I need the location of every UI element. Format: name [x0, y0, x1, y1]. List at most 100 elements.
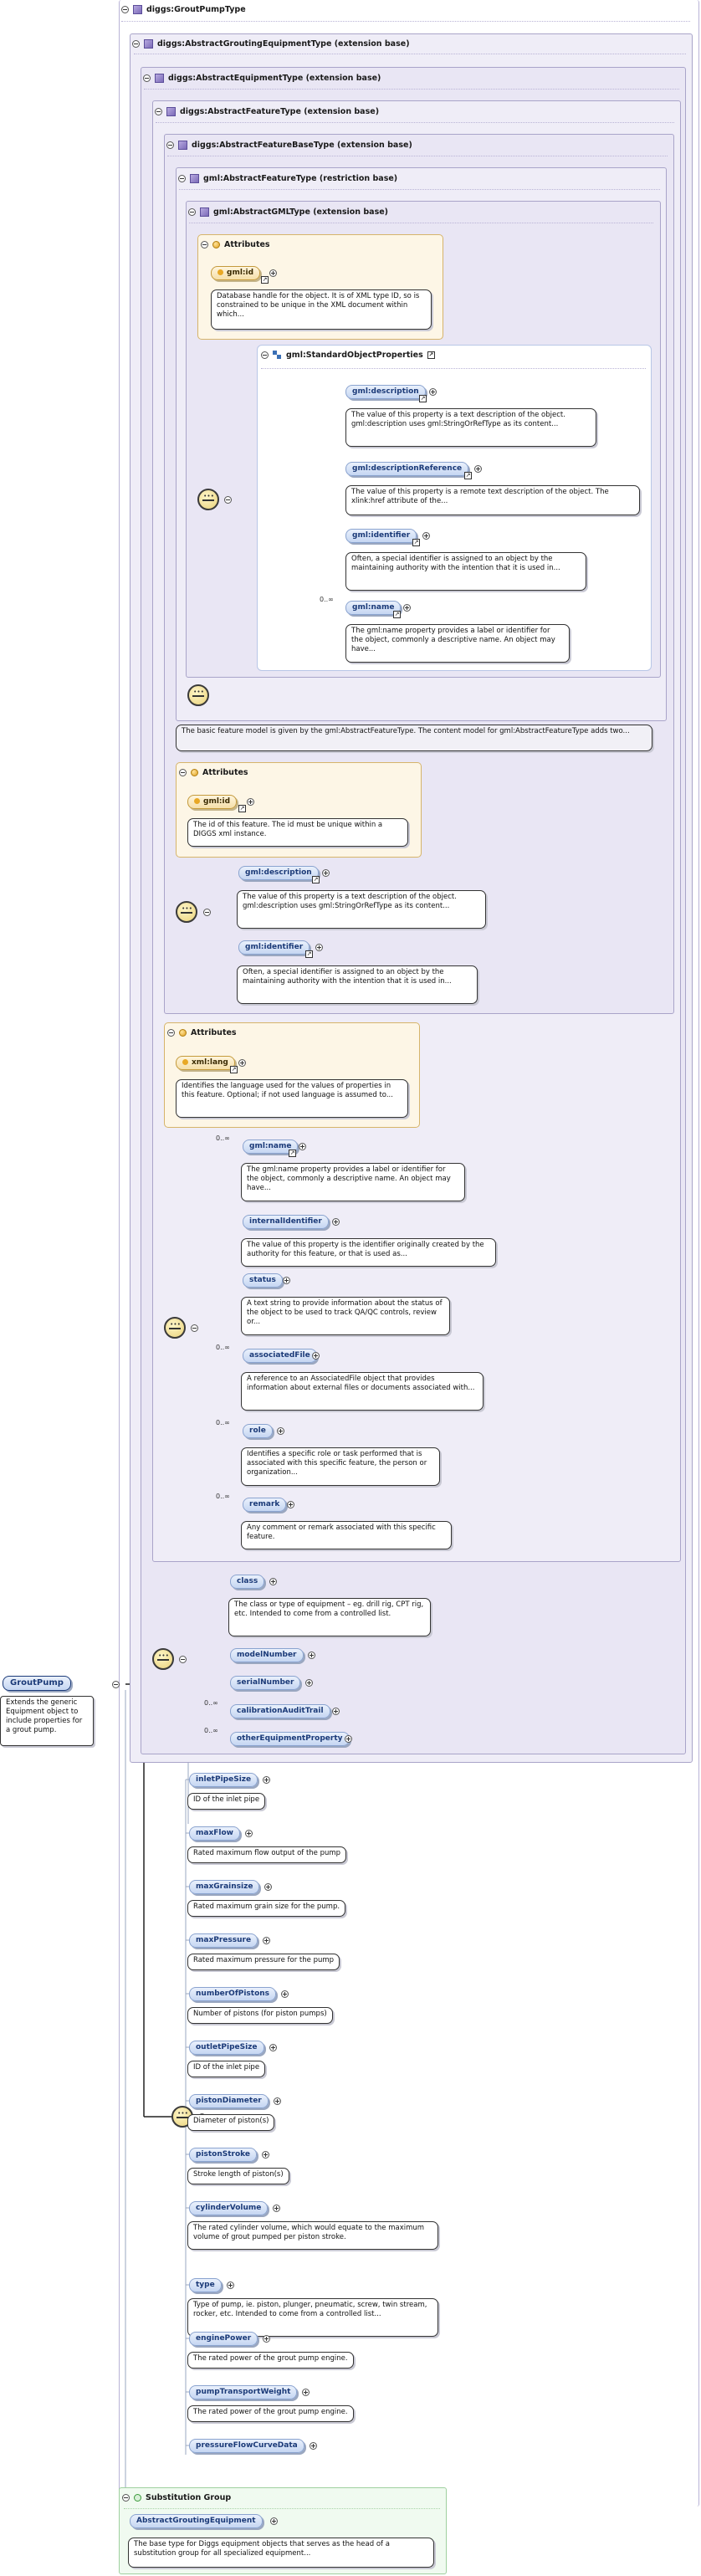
abstract-feature-header[interactable]: diggs:AbstractFeatureType (extension bas… — [155, 107, 379, 116]
element-serial-number[interactable]: serialNumber — [230, 1676, 301, 1690]
expand-icon[interactable] — [273, 2205, 280, 2212]
element-max-flow[interactable]: maxFlow — [189, 1826, 240, 1841]
element-pump-transport-weight[interactable]: pumpTransportWeight — [189, 2385, 298, 2399]
collapse-icon[interactable] — [203, 909, 211, 916]
collapse-toggle-icon[interactable] — [179, 769, 187, 776]
reference-link-icon[interactable]: ↗ — [305, 950, 313, 958]
abstract-equipment-header[interactable]: diggs:AbstractEquipmentType (extension b… — [143, 74, 381, 83]
element-gml-description-reference[interactable]: gml:descriptionReference — [345, 462, 469, 476]
expand-icon[interactable] — [322, 869, 330, 877]
expand-icon[interactable] — [263, 1937, 270, 1944]
element-remark[interactable]: remark — [243, 1498, 287, 1512]
gml-abstract-gml-header[interactable]: gml:AbstractGMLType (extension base) — [188, 207, 388, 217]
expand-icon[interactable] — [281, 1990, 289, 1998]
element-inlet-pipe-size[interactable]: inletPipeSize — [189, 1773, 258, 1787]
collapse-toggle-icon[interactable] — [188, 208, 196, 216]
expand-icon[interactable] — [277, 1427, 284, 1435]
expand-icon[interactable] — [403, 604, 411, 612]
expand-icon[interactable] — [283, 1277, 290, 1284]
expand-icon[interactable] — [247, 798, 254, 806]
reference-link-icon[interactable]: ↗ — [261, 276, 269, 284]
element-type[interactable]: type — [189, 2278, 222, 2292]
expand-icon[interactable] — [299, 1143, 306, 1150]
expand-icon[interactable] — [474, 465, 482, 473]
element-class[interactable]: class — [230, 1575, 265, 1589]
element-gml-name[interactable]: gml:name — [243, 1139, 299, 1154]
reference-link-icon[interactable]: ↗ — [393, 611, 401, 618]
expand-icon[interactable] — [269, 269, 277, 277]
element-engine-power[interactable]: enginePower — [189, 2332, 258, 2346]
expand-icon[interactable] — [263, 2335, 270, 2343]
element-pressure-flow-curve-data[interactable]: pressureFlowCurveData — [189, 2439, 304, 2453]
expand-icon[interactable] — [270, 2517, 278, 2525]
collapse-icon[interactable] — [112, 1681, 120, 1688]
expand-icon[interactable] — [308, 1652, 315, 1659]
reference-link-icon[interactable]: ↗ — [230, 1066, 238, 1073]
element-piston-stroke[interactable]: pistonStroke — [189, 2148, 258, 2162]
collapse-toggle-icon[interactable] — [167, 1029, 175, 1037]
abstract-feature-base-header[interactable]: diggs:AbstractFeatureBaseType (extension… — [166, 141, 412, 150]
reference-link-icon[interactable]: ↗ — [419, 395, 427, 402]
expand-icon[interactable] — [345, 1735, 352, 1743]
expand-icon[interactable] — [422, 532, 430, 540]
collapse-icon[interactable] — [224, 496, 232, 504]
abstract-grouting-equipment-header[interactable]: diggs:AbstractGroutingEquipmentType (ext… — [132, 39, 410, 49]
attr-xml-lang[interactable]: xml:lang — [176, 1056, 235, 1070]
collapse-icon[interactable] — [179, 1656, 187, 1663]
attr-gml-id[interactable]: gml:id — [211, 266, 261, 280]
attributes-header[interactable]: Attributes — [167, 1028, 237, 1037]
element-gml-name[interactable]: gml:name — [345, 601, 402, 615]
reference-link-icon[interactable]: ↗ — [312, 876, 320, 883]
expand-icon[interactable] — [245, 1830, 253, 1837]
element-outlet-pipe-size[interactable]: outletPipeSize — [189, 2041, 264, 2055]
expand-icon[interactable] — [305, 1679, 313, 1687]
element-gml-description[interactable]: gml:description — [238, 866, 319, 880]
element-abstract-grouting-equipment[interactable]: AbstractGroutingEquipment — [130, 2514, 263, 2528]
expand-icon[interactable] — [269, 2044, 277, 2051]
collapse-toggle-icon[interactable] — [178, 175, 186, 182]
element-piston-diameter[interactable]: pistonDiameter — [189, 2094, 269, 2108]
collapse-toggle-icon[interactable] — [143, 74, 151, 82]
expand-icon[interactable] — [310, 2442, 317, 2450]
attributes-header[interactable]: Attributes — [179, 768, 248, 777]
expand-icon[interactable] — [274, 2097, 281, 2105]
expand-icon[interactable] — [312, 1352, 320, 1360]
element-associated-file[interactable]: associatedFile — [243, 1349, 317, 1363]
element-gml-identifier[interactable]: gml:identifier — [345, 529, 417, 543]
attr-gml-id[interactable]: gml:id — [187, 795, 238, 809]
expand-icon[interactable] — [264, 1883, 272, 1891]
substitution-group-header[interactable]: Substitution Group — [122, 2493, 231, 2502]
element-gml-description[interactable]: gml:description — [345, 385, 426, 399]
element-max-grainsize[interactable]: maxGrainsize — [189, 1880, 260, 1894]
expand-icon[interactable] — [315, 944, 323, 951]
expand-icon[interactable] — [429, 388, 437, 396]
element-number-of-pistons[interactable]: numberOfPistons — [189, 1987, 277, 2001]
root-element-grout-pump[interactable]: GroutPump — [3, 1676, 71, 1691]
reference-link-icon[interactable]: ↗ — [412, 539, 420, 546]
expand-icon[interactable] — [227, 2282, 234, 2289]
element-cylinder-volume[interactable]: cylinderVolume — [189, 2201, 269, 2215]
expand-icon[interactable] — [238, 1059, 246, 1067]
reference-link-icon[interactable]: ↗ — [289, 1150, 296, 1157]
collapse-toggle-icon[interactable] — [132, 40, 140, 48]
reference-link-icon[interactable]: ↗ — [464, 472, 472, 479]
element-role[interactable]: role — [243, 1424, 273, 1438]
element-status[interactable]: status — [243, 1273, 283, 1288]
grout-pump-type-header[interactable]: diggs:GroutPumpType — [121, 5, 246, 14]
expand-icon[interactable] — [302, 2389, 310, 2396]
element-internal-identifier[interactable]: internalIdentifier — [243, 1215, 329, 1229]
standard-object-properties-header[interactable]: gml:StandardObjectProperties ↗ — [261, 351, 435, 360]
expand-icon[interactable] — [332, 1708, 340, 1715]
expand-icon[interactable] — [262, 2151, 269, 2159]
expand-icon[interactable] — [263, 1776, 270, 1784]
reference-link-icon[interactable]: ↗ — [238, 805, 246, 812]
collapse-icon[interactable] — [191, 1324, 198, 1332]
collapse-toggle-icon[interactable] — [201, 241, 208, 248]
collapse-toggle-icon[interactable] — [122, 2494, 130, 2502]
expand-icon[interactable] — [269, 1578, 277, 1585]
expand-icon[interactable] — [332, 1218, 340, 1226]
element-model-number[interactable]: modelNumber — [230, 1648, 304, 1662]
element-gml-identifier[interactable]: gml:identifier — [238, 940, 310, 955]
collapse-toggle-icon[interactable] — [121, 6, 129, 13]
attributes-header[interactable]: Attributes — [201, 240, 270, 249]
